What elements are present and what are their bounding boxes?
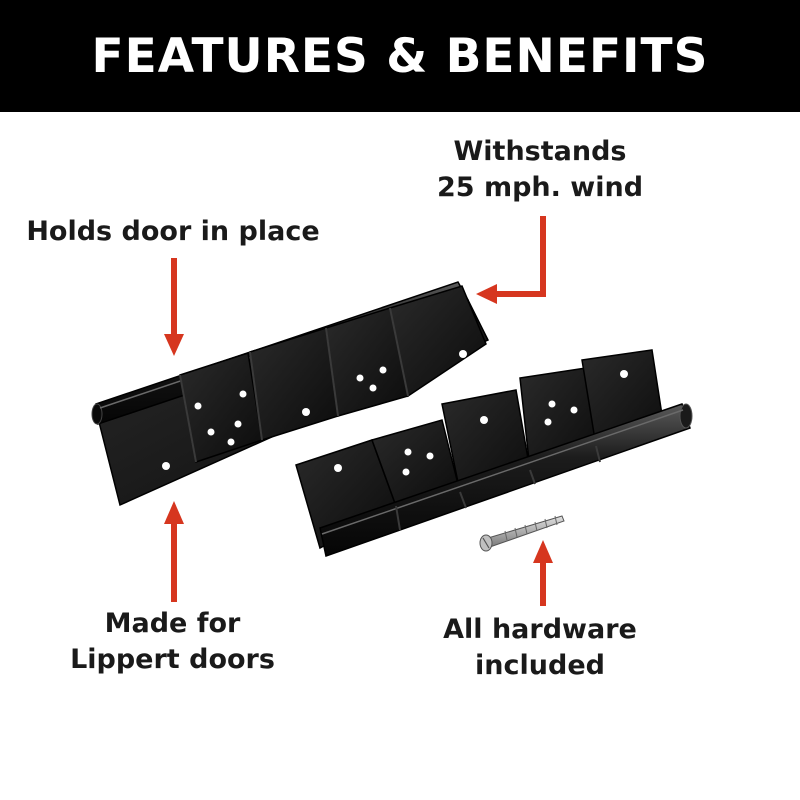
screw-image [479,515,565,552]
banner-title: FEATURES & BENEFITS [91,28,709,84]
callout-hardware-line2: included [475,650,605,681]
arrow-left-wind [476,216,546,304]
callout-holds-door: Holds door in place [20,214,326,250]
callout-lippert-line1: Made for [104,608,241,639]
callout-wind: Withstands 25 mph. wind [420,134,660,206]
arrow-up-lippert [164,501,184,602]
callout-lippert: Made for Lippert doors [50,606,295,678]
arrow-up-hardware [533,540,553,606]
callout-holds-door-line1: Holds door in place [26,216,320,247]
callout-wind-line1: Withstands [453,136,627,167]
header-banner: FEATURES & BENEFITS [0,0,800,112]
callout-hardware: All hardware included [420,612,660,684]
hinge-left-image [91,281,490,507]
callout-hardware-line1: All hardware [443,614,637,645]
arrow-down-holds-door [164,258,184,356]
hinge-right-image [295,349,693,557]
callout-wind-line2: 25 mph. wind [436,172,644,203]
callout-lippert-line2: Lippert doors [70,644,275,675]
